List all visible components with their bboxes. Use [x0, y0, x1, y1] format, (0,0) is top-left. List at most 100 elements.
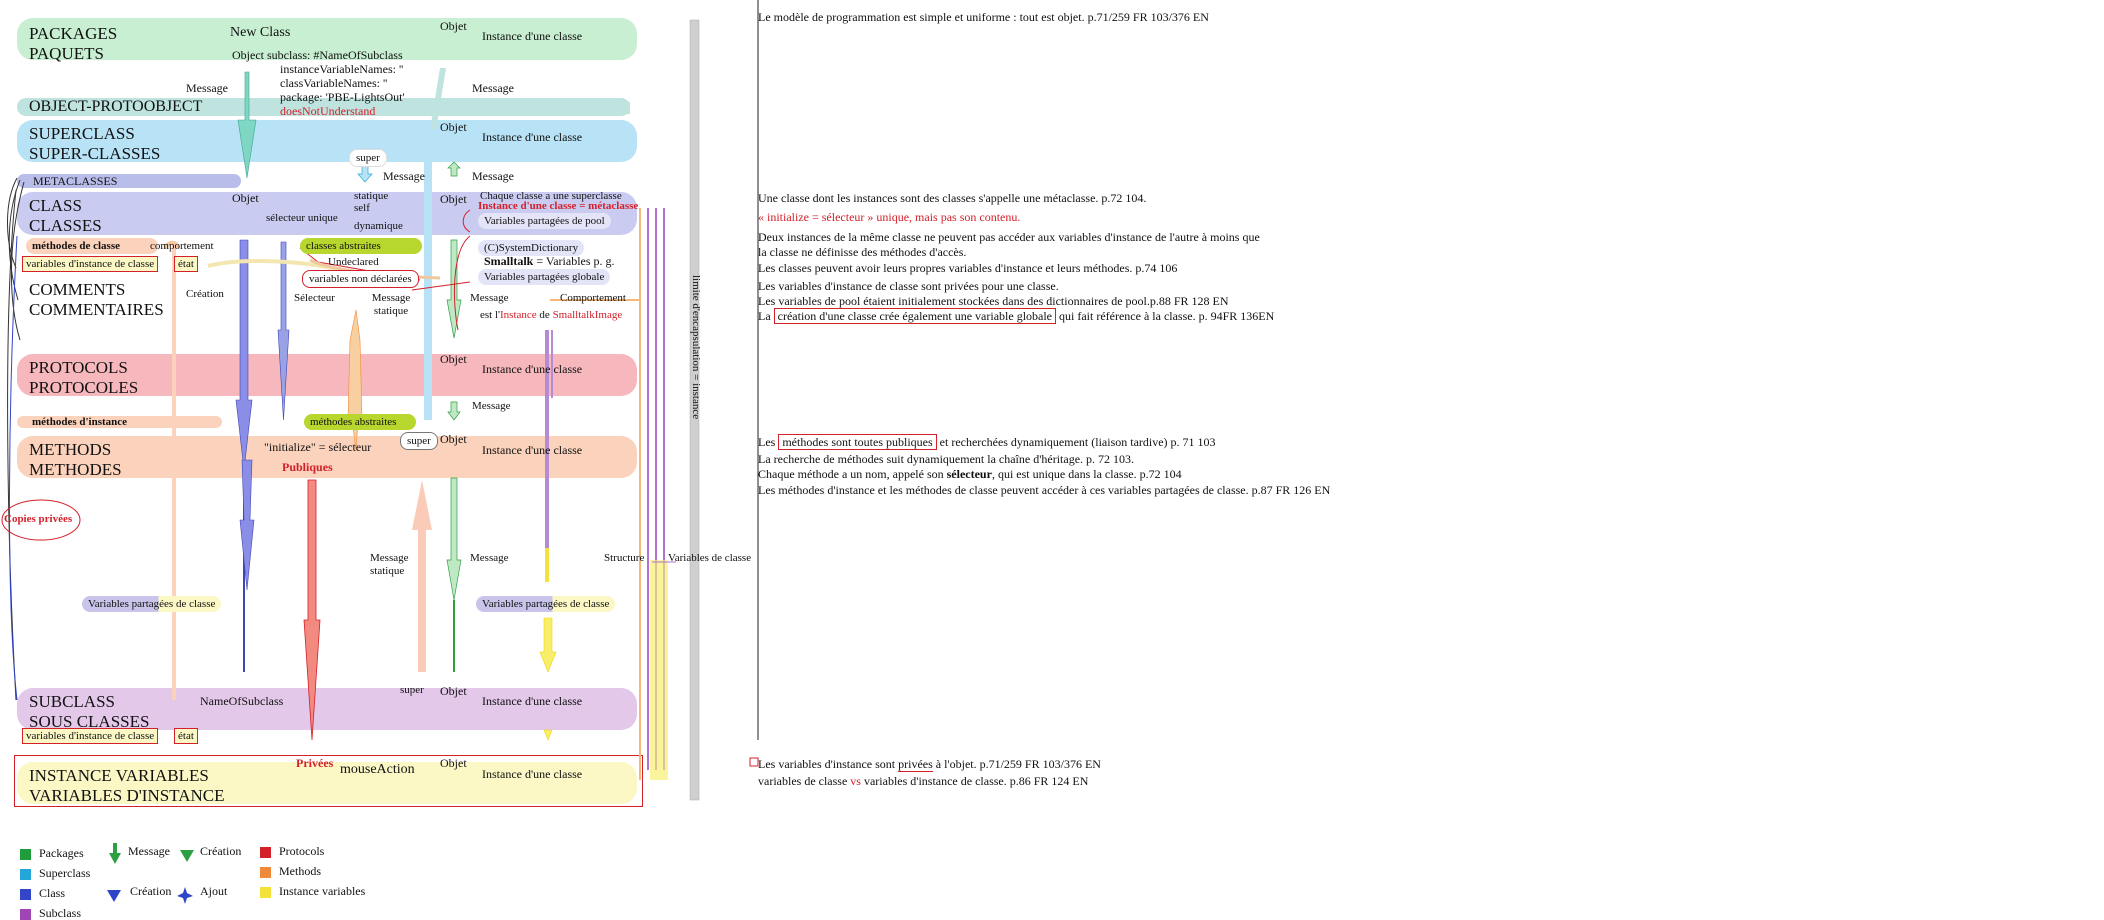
super-arrow-down — [357, 165, 373, 183]
legend-creation2-arrow — [107, 890, 121, 902]
var-partagees-classe-right: Variables partagées de classe — [476, 596, 616, 612]
note-9-pre: Les — [758, 435, 779, 449]
red-connector-var-pool — [462, 209, 471, 233]
instance-meta-label: Instance d'une classe = métaclasse — [478, 200, 639, 212]
selecteur-unique: sélecteur unique — [266, 212, 338, 224]
self-label: self — [354, 202, 370, 214]
methodes-instance-label: méthodes d'instance — [32, 416, 128, 428]
super-subclass: super — [400, 684, 424, 696]
copies-privees-ellipse — [1, 499, 81, 541]
note-13-pre: Les variables d'instance sont — [758, 757, 899, 771]
limite-encapsulation: limite d'encapsulation = instance — [690, 275, 702, 420]
legend-instance-variables: Instance variables — [260, 884, 365, 898]
legend-message: Message — [128, 844, 170, 858]
de-word: de — [539, 309, 550, 321]
creation-arrow-class — [235, 239, 253, 471]
legend-packages-swatch — [20, 848, 31, 860]
instance-word: Instance — [500, 309, 537, 321]
creation-arrow-methods — [239, 459, 255, 591]
note-8-boxed: création d'une classe crée également une… — [773, 308, 1057, 324]
note-13: Les variables d'instance sont privées à … — [758, 757, 1101, 772]
legend-protocols-swatch — [260, 846, 271, 858]
note-14-pre: variables de classe — [758, 774, 851, 788]
super-tag-top: super — [349, 149, 387, 167]
var-globale-tag: Variables partagées globale — [478, 269, 611, 285]
band-subclass — [17, 688, 637, 730]
left-bracket-curves — [7, 177, 25, 701]
selecteur-label: Sélecteur — [294, 292, 335, 304]
publiques-arrow — [303, 479, 321, 741]
chaque-classe-label: Chaque classe a une superclasse — [480, 190, 622, 202]
copies-privees-label: Copies privées — [4, 513, 73, 525]
system-dictionary-tag: (C)SystemDictionary — [478, 240, 585, 256]
legend-instance-variables-swatch — [260, 886, 271, 898]
band-superclass — [17, 120, 637, 162]
comportement-tag: comportement — [150, 240, 214, 252]
note-9-boxed: méthodes sont toutes publiques — [778, 434, 937, 450]
smalltalk-rest: = Variables p. g. — [536, 254, 615, 268]
publiques-label: Publiques — [282, 460, 333, 474]
message-label-mid: Message — [470, 292, 509, 304]
band-methodes-instance — [17, 416, 222, 428]
note-13-post: à l'objet. p.71/259 FR 103/376 EN — [932, 757, 1101, 771]
comportement-label-right: Comportement — [560, 292, 626, 304]
instance-classe-methods: Instance d'une classe — [482, 443, 583, 457]
classes-abstraites-tag: classes abstraites — [300, 238, 422, 254]
comportement-line — [172, 242, 176, 700]
smalltalk-image-word: SmalltalkImage — [552, 309, 623, 321]
metaclasses-title: METACLASSES — [33, 174, 118, 188]
legend-creation2: Création — [130, 884, 172, 898]
legend-subclass: Subclass — [20, 906, 81, 920]
note-11: Chaque méthode a un nom, appelé son séle… — [758, 467, 1182, 482]
structure-label: Structure — [604, 552, 645, 564]
encapsulation-bar — [689, 19, 700, 801]
note-11-bold: sélecteur — [946, 467, 992, 481]
est-l-word: est l' — [480, 309, 501, 321]
message-statique-lower: Message statique — [370, 552, 409, 577]
instance-classe-superclass: Instance d'une classe — [482, 130, 583, 144]
message-label-top-right: Message — [472, 81, 514, 95]
instance-classe-instance: Instance d'une classe — [482, 767, 583, 781]
note-3: « initialize = sélecteur » unique, mais … — [758, 210, 1021, 224]
red-box-connector — [411, 281, 471, 291]
note-4b: la classe ne définisse des méthodes d'ac… — [758, 245, 967, 259]
message-label-lower: Message — [470, 552, 509, 564]
objet-superclass: Objet — [440, 120, 467, 134]
objet-subclass: Objet — [440, 684, 467, 698]
band-protocols — [17, 354, 637, 396]
note-8-post: qui fait référence à la classe. p. 94FR … — [1056, 309, 1275, 323]
legend-ajout: Ajout — [200, 884, 228, 898]
legend-class-swatch — [20, 888, 31, 900]
green-msg-small — [447, 401, 461, 421]
legend-methods-swatch — [260, 866, 271, 878]
initialize-selecteur: "initialize" = sélecteur — [264, 440, 372, 454]
legend-protocols: Protocols — [260, 844, 324, 858]
static-message-arrow-lower — [412, 480, 432, 672]
band-methods — [17, 436, 637, 478]
static-label: statique — [354, 190, 389, 202]
green-msg-up — [447, 161, 461, 177]
message-label-top: Message — [186, 81, 228, 95]
mouse-action-label: mouseAction — [340, 762, 415, 777]
legend-creation-arrow — [180, 850, 194, 862]
message-super: Message — [383, 169, 425, 183]
super-tag-methods: super — [400, 432, 438, 450]
note-13-underlined: privées — [898, 757, 933, 772]
class-var-names: classVariableNames: '' — [280, 76, 388, 90]
message-label-protocols: Message — [472, 400, 511, 412]
objet-class: Objet — [232, 191, 259, 205]
smalltalk-line: Smalltalk = Variables p. g. — [484, 254, 615, 268]
note-8-pre: La — [758, 309, 774, 323]
objet-packages: Objet — [440, 19, 467, 33]
message-arrow-top — [237, 71, 257, 179]
methodes-abstraites-tag: méthodes abstraites — [304, 414, 416, 430]
note-9: Les méthodes sont toutes publiques et re… — [758, 434, 1216, 450]
instance-classe-packages: Instance d'une classe — [482, 29, 583, 43]
yellow-right-fill — [650, 560, 668, 780]
object-subclass-label: Object subclass: #NameOfSubclass — [232, 48, 403, 62]
